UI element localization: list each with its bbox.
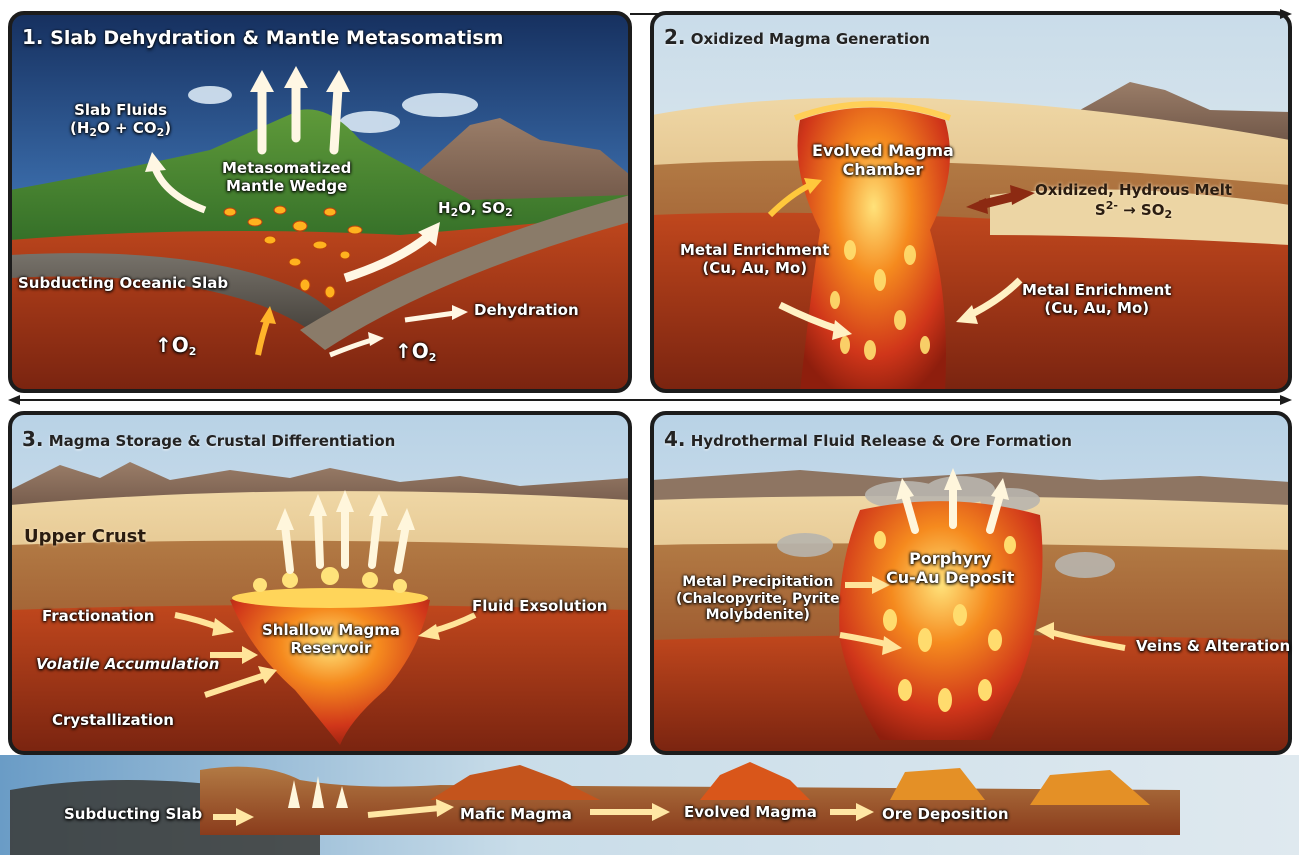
panel-2-title-text: Oxidized Magma Generation [691, 30, 930, 48]
mantle-wedge-label: Metasomatized Mantle Wedge [222, 160, 351, 195]
panel-1-title: 1. Slab Dehydration & Mantle Metasomatis… [22, 26, 503, 50]
panel-4-number: 4. [664, 427, 686, 451]
fluid-exsolution-label: Fluid Exsolution [472, 598, 607, 616]
hydrous-melt-line1: Oxidized, Hydrous Melt [1035, 182, 1232, 200]
mantle-wedge-line1: Metasomatized [222, 160, 351, 178]
hydrous-melt-line2: S2- → SO2 [1035, 200, 1232, 222]
metal-precipitation-line2: (Chalcopyrite, Pyrite [676, 591, 840, 608]
flow-stage-evolved-magma: Evolved Magma [684, 804, 817, 822]
slab-fluids-line1: Slab Fluids [70, 102, 171, 120]
chamber-label: Evolved Magma Chamber [812, 142, 954, 180]
panel-1-scene [10, 13, 630, 391]
oxygen-right-label: ↑O2 [395, 340, 436, 365]
fractionation-label: Fractionation [42, 608, 154, 626]
metal-enrichment-left-line2: (Cu, Au, Mo) [680, 260, 829, 278]
chamber-line2: Chamber [812, 161, 954, 180]
flow-stage-ore-deposition: Ore Deposition [882, 806, 1009, 824]
dehydration-label: Dehydration [474, 302, 579, 320]
slab-fluids-formula: (H2O + CO2) [70, 120, 171, 140]
metal-precipitation-line1: Metal Precipitation [676, 574, 840, 591]
reservoir-label: Shlallow Magma Reservoir [262, 622, 400, 657]
panel-1-number: 1. [22, 25, 44, 49]
upper-crust-label: Upper Crust [24, 526, 146, 547]
metal-enrichment-right-line2: (Cu, Au, Mo) [1022, 300, 1171, 318]
reservoir-line2: Reservoir [262, 640, 400, 658]
mantle-wedge-line2: Mantle Wedge [222, 178, 351, 196]
double-arrow-icon [8, 395, 20, 405]
metal-precipitation-line3: Molybdenite) [676, 607, 840, 624]
panel-3-scene [10, 413, 630, 753]
metal-enrichment-right-label: Metal Enrichment (Cu, Au, Mo) [1022, 282, 1171, 317]
panel-2-title: 2. Oxidized Magma Generation [664, 26, 930, 50]
metal-precipitation-label: Metal Precipitation (Chalcopyrite, Pyrit… [676, 574, 840, 624]
panel-4-title-text: Hydrothermal Fluid Release & Ore Formati… [691, 432, 1072, 450]
metal-enrichment-left-line1: Metal Enrichment [680, 242, 829, 260]
volatiles-label: H2O, SO2 [438, 200, 513, 220]
panel-3-title-text: Magma Storage & Crustal Differentiation [49, 432, 396, 450]
panel-1-title-text: Slab Dehydration & Mantle Metasomatism [50, 27, 503, 49]
subducting-slab-label: Subducting Oceanic Slab [18, 275, 228, 293]
metal-enrichment-left-label: Metal Enrichment (Cu, Au, Mo) [680, 242, 829, 277]
panel-3-number: 3. [22, 427, 44, 451]
porphyry-deposit-line1: Porphyry [886, 550, 1014, 569]
flow-stage-mafic-magma: Mafic Magma [460, 806, 572, 824]
oxygen-left-label: ↑O2 [155, 334, 196, 359]
hydrous-melt-label: Oxidized, Hydrous Melt S2- → SO2 [1035, 182, 1232, 222]
panel-3-title: 3. Magma Storage & Crustal Differentiati… [22, 428, 395, 452]
chamber-line1: Evolved Magma [812, 142, 954, 161]
reservoir-line1: Shlallow Magma [262, 622, 400, 640]
veins-alteration-label: Veins & Alteration [1136, 638, 1290, 656]
crystallization-label: Crystallization [52, 712, 174, 730]
volatile-accumulation-label: Volatile Accumulation [36, 656, 219, 674]
porphyry-deposit-label: Porphyry Cu-Au Deposit [886, 550, 1014, 588]
metal-enrichment-right-line1: Metal Enrichment [1022, 282, 1171, 300]
panel-4-title: 4. Hydrothermal Fluid Release & Ore Form… [664, 428, 1072, 452]
flow-stage-subducting-slab: Subducting Slab [64, 806, 202, 824]
panel-2-number: 2. [664, 25, 686, 49]
slab-fluids-label: Slab Fluids (H2O + CO2) [70, 102, 171, 140]
porphyry-deposit-line2: Cu-Au Deposit [886, 569, 1014, 588]
